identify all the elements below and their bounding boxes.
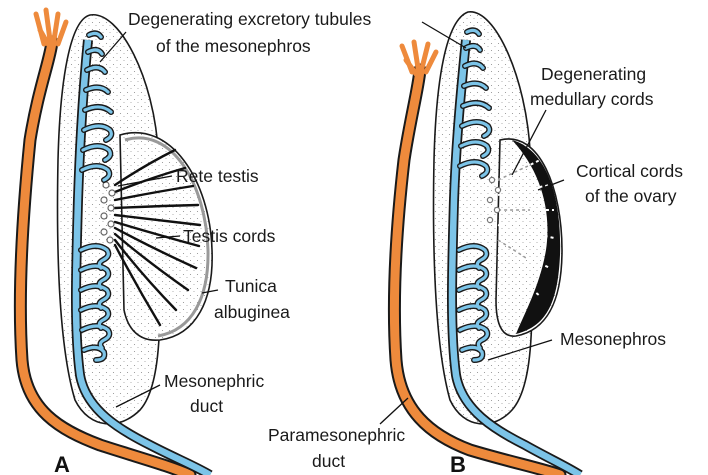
label-paramesonephric-duct-line1: Paramesonephric xyxy=(268,425,405,445)
label-mesonephric-duct-line2: duct xyxy=(190,396,223,416)
panel-label-a: A xyxy=(54,452,70,475)
label-testis-cords: Testis cords xyxy=(183,226,276,246)
label-degenerating-tubules-line1: Degenerating excretory tubules xyxy=(128,9,371,29)
label-degenerating-medullary-line2: medullary cords xyxy=(530,89,654,109)
label-mesonephric-duct-line1: Mesonephric xyxy=(164,371,264,391)
label-mesonephros: Mesonephros xyxy=(560,329,666,349)
label-tunica-line1: Tunica xyxy=(225,276,277,296)
label-tunica-line2: albuginea xyxy=(214,302,290,322)
panel-label-b: B xyxy=(450,452,466,475)
label-degenerating-tubules-line2: of the mesonephros xyxy=(156,36,311,56)
label-cortical-cords-line1: Cortical cords xyxy=(576,161,683,181)
label-degenerating-medullary-line1: Degenerating xyxy=(541,64,646,84)
fimbriae-a xyxy=(36,10,66,44)
label-paramesonephric-duct-line2: duct xyxy=(312,451,345,471)
label-cortical-cords-line2: of the ovary xyxy=(585,186,677,206)
label-rete-testis: Rete testis xyxy=(176,166,259,186)
fimbriae-b xyxy=(402,42,436,74)
